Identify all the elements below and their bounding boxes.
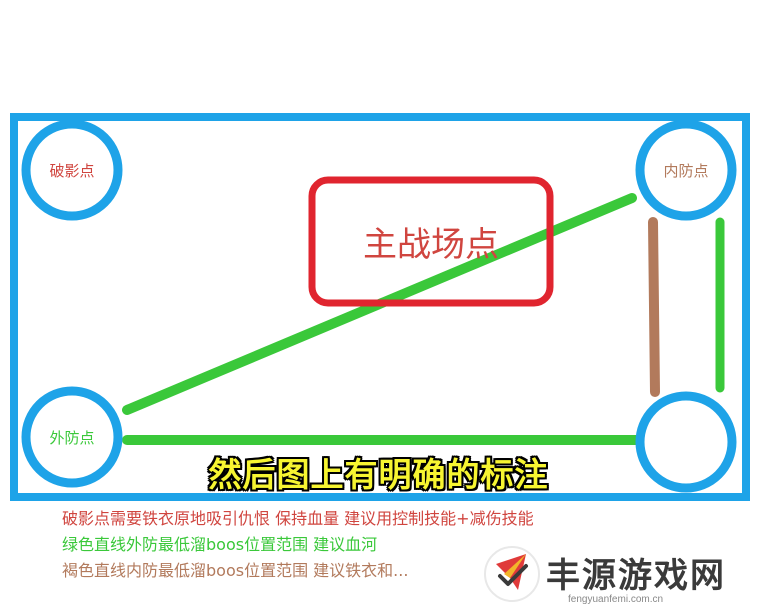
paper-plane-check-icon: [484, 546, 540, 602]
node-bottom-right: [635, 391, 737, 493]
watermark: 丰源游戏网 fengyuanfemi.com.cn: [482, 538, 752, 610]
main-battlefield-box: [308, 176, 554, 307]
watermark-url: fengyuanfemi.com.cn: [568, 594, 664, 605]
arena-border: [10, 113, 750, 501]
video-subtitle: 然后图上有明确的标注: [208, 455, 549, 494]
node-top-right: 内防点: [635, 119, 737, 221]
node-top-left-label: 破影点: [49, 162, 94, 180]
notes-list: 破影点需要铁衣原地吸引仇恨 保持血量 建议用控制技能+减伤技能 绿色直线外防最低…: [62, 506, 534, 584]
brown-vertical-line: [648, 217, 660, 397]
main-battlefield-label: 主战场点: [363, 225, 499, 265]
node-bottom-left-label: 外防点: [49, 429, 94, 447]
watermark-title: 丰源游戏网: [546, 556, 726, 596]
node-top-left: 破影点: [21, 119, 123, 221]
note-green: 绿色直线外防最低溜boos位置范围 建议血河: [62, 535, 378, 554]
node-bottom-left: 外防点: [21, 386, 123, 488]
note-brown: 褐色直线内防最低溜boos位置范围 建议铁衣和...: [62, 561, 409, 580]
node-top-right-label: 内防点: [663, 162, 708, 180]
note-red: 破影点需要铁衣原地吸引仇恨 保持血量 建议用控制技能+减伤技能: [62, 509, 534, 528]
